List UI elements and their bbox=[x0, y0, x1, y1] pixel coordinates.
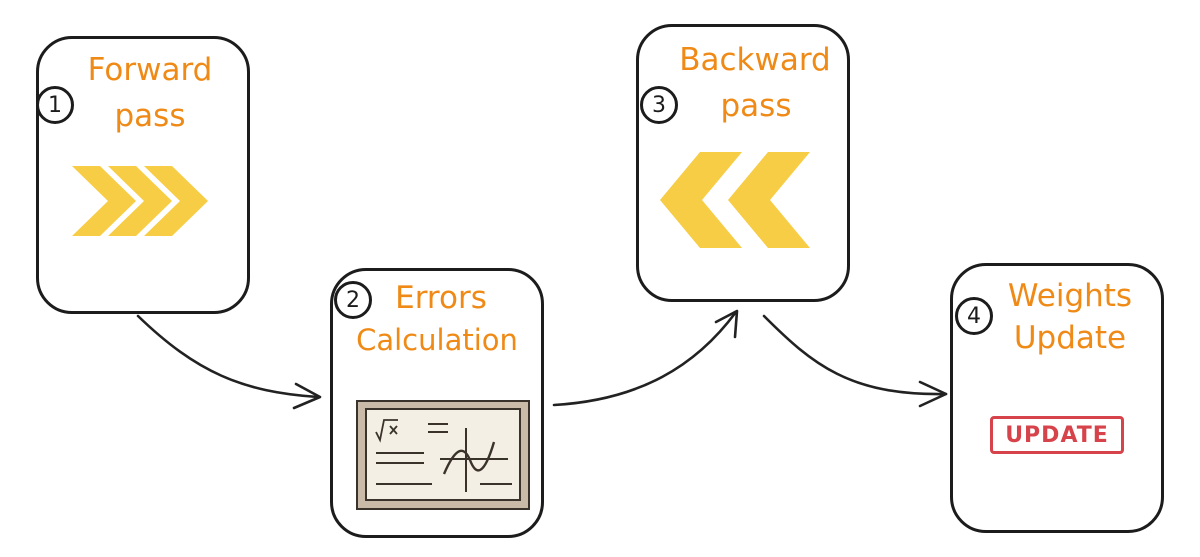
step-title-weights-line2: Update bbox=[1013, 320, 1127, 356]
arrow-1-to-2 bbox=[136, 314, 320, 399]
step-number-3: 3 bbox=[640, 86, 678, 124]
step-title-errors-line1: Errors bbox=[395, 280, 487, 316]
forward-chevrons-icon bbox=[72, 166, 208, 236]
step-title-forward-line2: pass bbox=[114, 98, 186, 134]
backward-chevrons-icon bbox=[660, 152, 810, 248]
step-title-forward-line1: Forward bbox=[87, 52, 213, 88]
arrow-3-to-4 bbox=[762, 314, 948, 396]
chalkboard-math-icon bbox=[356, 400, 530, 510]
step-number-4: 4 bbox=[955, 297, 993, 335]
step-card-backward-pass bbox=[636, 24, 850, 302]
step-title-weights-line1: Weights bbox=[1007, 278, 1133, 314]
arrow-2-to-3 bbox=[552, 310, 738, 407]
step-title-errors-line2: Calculation bbox=[356, 323, 518, 357]
step-number-2: 2 bbox=[334, 281, 372, 319]
update-stamp-icon: UPDATE bbox=[990, 416, 1124, 454]
step-title-backward-line1: Backward bbox=[679, 42, 831, 78]
flow-arrows bbox=[136, 309, 948, 410]
step-title-backward-line2: pass bbox=[720, 88, 792, 124]
step-number-1: 1 bbox=[36, 86, 74, 124]
